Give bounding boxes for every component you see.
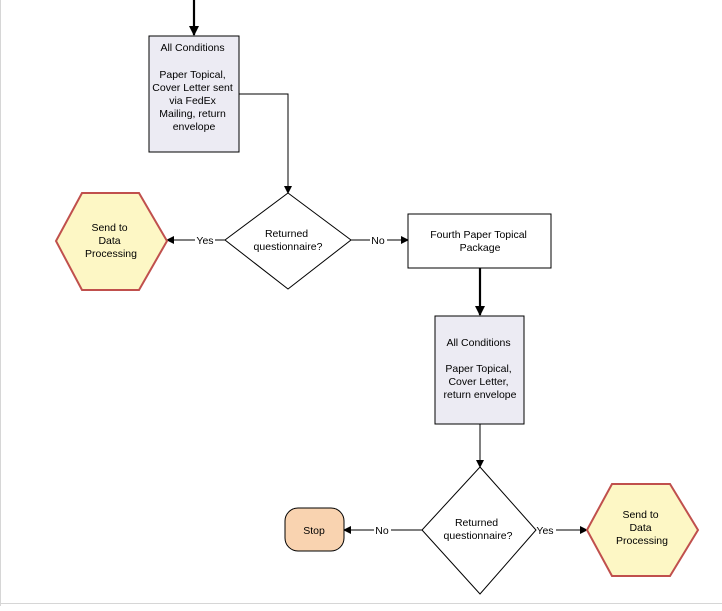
decision2-line-2: questionnaire? <box>444 530 513 542</box>
box1-line-4: Cover Letter sent <box>152 82 233 94</box>
box1-line-7: envelope <box>173 121 216 133</box>
decision2-line-1: Returned <box>455 517 498 529</box>
send1-line-2: Data <box>98 235 120 247</box>
decision1-line-2: questionnaire? <box>254 241 323 253</box>
stop-label: Stop <box>303 525 325 537</box>
process-box-fedex-label: All Conditions Paper Topical, Cover Lett… <box>152 42 235 133</box>
decision-diamond-1 <box>224 192 352 290</box>
send2-line-1: Send to <box>622 509 658 521</box>
send1-line-1: Send to <box>91 222 127 234</box>
box2-line-4: Cover Letter, <box>448 376 508 388</box>
fourth-paper-topical-package-box <box>407 213 552 269</box>
box2-line-5: return envelope <box>444 389 517 401</box>
box2-line-3: Paper Topical, <box>445 363 511 375</box>
decision2-yes-label: Yes <box>536 525 553 537</box>
send2-line-2: Data <box>629 522 651 534</box>
send-to-data-processing-hexagon-2 <box>585 483 700 577</box>
send1-label: Send to Data Processing <box>85 222 137 260</box>
box1-line-3: Paper Topical, <box>159 69 225 81</box>
bottom-border <box>0 603 722 604</box>
fourth-line-2: Package <box>460 242 501 254</box>
box1-line-6: Mailing, return <box>159 108 226 120</box>
box2-line-1: All Conditions <box>446 337 510 349</box>
decision1-line-1: Returned <box>265 228 308 240</box>
decision-diamond-1-label: Returned questionnaire? <box>254 228 323 253</box>
decision-diamond-2 <box>421 466 537 595</box>
box1-line-1: All Conditions <box>160 42 224 54</box>
stop-terminal <box>284 507 345 552</box>
process-box-return-envelope <box>434 315 525 425</box>
box1-line-5: via FedEx <box>169 95 216 107</box>
left-border <box>0 0 1 606</box>
process-box-fedex <box>148 35 240 153</box>
process-box-return-envelope-label: All Conditions Paper Topical, Cover Lett… <box>444 337 517 401</box>
send1-line-3: Processing <box>85 248 137 260</box>
decision1-no-label: No <box>371 235 385 247</box>
fourth-package-label: Fourth Paper Topical Package <box>430 229 530 254</box>
send-to-data-processing-hexagon-1 <box>54 192 169 291</box>
connector-box1-to-decision1 <box>239 93 292 194</box>
decision-diamond-2-label: Returned questionnaire? <box>444 517 513 542</box>
send2-label: Send to Data Processing <box>616 509 668 547</box>
send2-line-3: Processing <box>616 535 668 547</box>
decision2-no-label: No <box>375 525 389 537</box>
decision1-yes-label: Yes <box>196 235 213 247</box>
fourth-line-1: Fourth Paper Topical <box>430 229 527 241</box>
